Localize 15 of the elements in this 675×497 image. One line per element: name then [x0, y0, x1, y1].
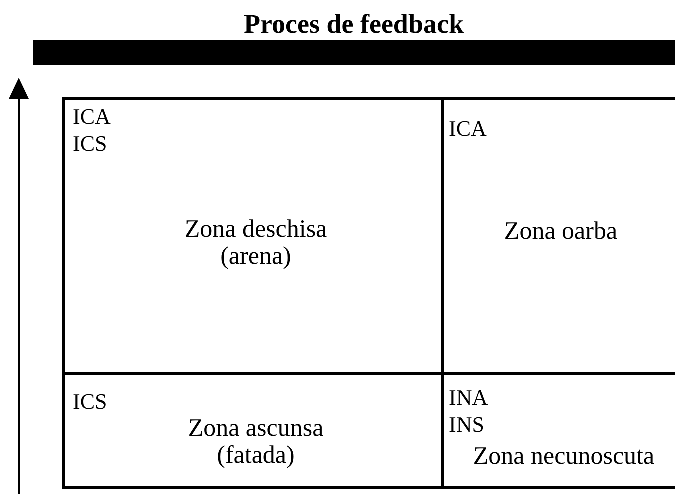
zone-code: ICA [449, 116, 487, 142]
zone-label: Zona ascunsa (fatada) [187, 415, 325, 469]
quadrant-cell [62, 97, 444, 374]
zone-code: INS [449, 412, 484, 438]
zone-label: Zona necunoscuta [472, 443, 656, 470]
zone-code: ICS [73, 131, 108, 157]
quadrant-cell [441, 372, 675, 489]
zone-code: INA [449, 385, 488, 411]
zone-code: ICA [73, 104, 111, 130]
zone-label: Zona oarba [503, 218, 619, 245]
diagram-title: Proces de feedback [244, 8, 464, 40]
quadrant-cell [441, 97, 675, 374]
zone-code: ICS [73, 389, 108, 415]
quadrant-cell [62, 372, 444, 489]
zone-label: Zona deschisa (arena) [184, 216, 328, 270]
